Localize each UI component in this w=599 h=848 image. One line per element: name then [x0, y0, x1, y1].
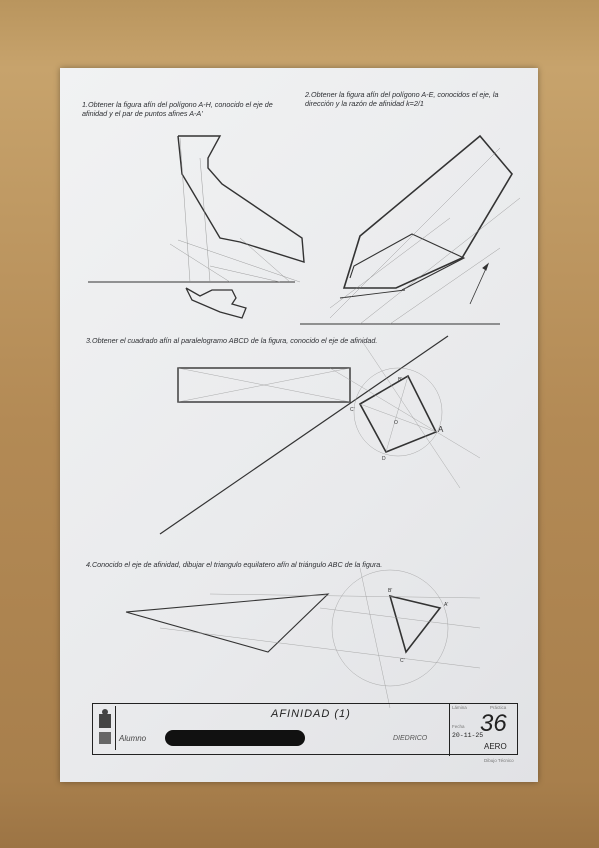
exercise-3-drawing: B' C' O A D [159, 335, 481, 535]
title-block: AFINIDAD (1) Alumno DIEDRICO Lámina Prác… [92, 703, 520, 756]
footer-note: Dibujo Técnico [484, 758, 514, 763]
redacted-name [165, 730, 305, 746]
label-ex4-b: B' [388, 588, 392, 594]
label-ex4-a: A' [444, 602, 448, 608]
coat-of-arms-icon [95, 706, 116, 750]
label-o: O [394, 420, 398, 426]
exercise-1-drawing [88, 135, 305, 319]
sheet-title: AFINIDAD (1) [271, 708, 351, 720]
exercise-2-drawing [300, 134, 521, 325]
date-label: Fecha [452, 724, 465, 729]
course-value: AERO [484, 742, 507, 751]
label-a: A [438, 425, 444, 434]
exercise-4-statement: 4.Conocido el eje de afinidad, dibujar e… [86, 560, 383, 569]
practice-label: Práctica [490, 705, 507, 710]
label-c-prime: C' [350, 407, 355, 413]
exercise-2-statement: 2.Obtener la figura afín del polígono A-… [305, 90, 499, 108]
technical-drawings: B' C' O A D B' A' C' [88, 134, 521, 709]
exercise-3-statement: 3.Obtener el cuadrado afín al paralelogr… [86, 336, 378, 345]
student-label: Alumno [119, 734, 147, 743]
date-value: 20-11-25 [452, 732, 484, 739]
sheet-number: 36 [480, 710, 507, 737]
label-ex4-c: C' [400, 658, 405, 664]
label-d: D [382, 456, 386, 462]
title-block-cells: Lámina Práctica Fecha 20-11-25 36 AERO [449, 704, 520, 756]
sheet-number-label: Lámina [452, 705, 467, 710]
label-b-prime: B' [398, 377, 402, 383]
exercise-4-drawing: B' A' C' [125, 567, 481, 709]
worksheet-page: 1.Obtener la figura afín del polígono A-… [60, 68, 538, 782]
exercise-1-statement: 1.Obtener la figura afín del polígono A-… [82, 100, 273, 118]
group-value: DIEDRICO [393, 735, 428, 742]
